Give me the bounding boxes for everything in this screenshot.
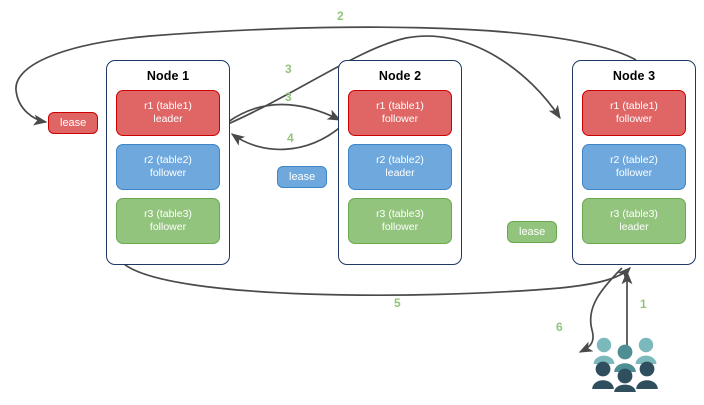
replica-list: r1 (table1) follower r2 (table2) leader … [339,90,461,253]
replica-role: leader [619,221,649,233]
replica-r2[interactable]: r2 (table2) follower [116,144,220,190]
clients-group[interactable] [592,336,666,392]
replica-list: r1 (table1) leader r2 (table2) follower … [107,90,229,253]
lease-chip-label: lease [60,117,87,129]
edge-3-node1-to-node2 [227,103,342,123]
replica-r1[interactable]: r1 (table1) follower [582,90,686,136]
step-label-6: 6 [556,320,563,334]
replica-list: r1 (table1) follower r2 (table2) followe… [573,90,695,253]
replica-name: r3 (table3) [610,207,658,220]
replica-r2[interactable]: r2 (table2) leader [348,144,452,190]
replica-role: follower [615,167,653,179]
replica-role: leader [153,113,183,125]
replica-name: r2 (table2) [376,153,424,166]
replica-r1[interactable]: r1 (table1) leader [116,90,220,136]
people-group-icon [592,337,658,392]
replica-role: follower [381,221,419,233]
replica-name: r1 (table1) [144,99,192,112]
replica-role: leader [385,167,415,179]
replica-r1[interactable]: r1 (table1) follower [348,90,452,136]
replica-role: follower [149,221,187,233]
node-1[interactable]: Node 1 r1 (table1) leader r2 (table2) fo… [106,60,230,265]
node-3[interactable]: Node 3 r1 (table1) follower r2 (table2) … [572,60,696,265]
step-label-3-b: 3 [285,90,292,104]
node-title: Node 1 [146,69,190,83]
replica-role: follower [149,167,187,179]
step-label-4: 4 [287,131,294,145]
lease-chip-red[interactable]: lease [48,112,99,134]
replica-name: r2 (table2) [144,153,192,166]
edge-5-node1-to-node3 [123,263,631,297]
step-label-3-a: 3 [285,62,292,76]
replica-name: r2 (table2) [610,153,658,166]
replica-name: r3 (table3) [376,207,424,220]
replica-r2[interactable]: r2 (table2) follower [582,144,686,190]
replica-role: follower [381,113,419,125]
step-label-1: 1 [640,297,647,311]
replica-role: follower [615,113,653,125]
replica-r3[interactable]: r3 (table3) follower [348,198,452,244]
lease-chip-green[interactable]: lease [507,221,558,243]
lease-chip-blue[interactable]: lease [277,166,328,188]
step-label-5: 5 [394,296,401,310]
node-2[interactable]: Node 2 r1 (table1) follower r2 (table2) … [338,60,462,265]
lease-chip-label: lease [289,171,316,183]
replica-name: r3 (table3) [144,207,192,220]
replica-name: r1 (table1) [610,99,658,112]
node-title: Node 2 [378,69,422,83]
node-title: Node 3 [612,69,656,83]
step-label-2: 2 [337,9,344,23]
replica-r3[interactable]: r3 (table3) leader [582,198,686,244]
lease-chip-label: lease [519,226,546,238]
replica-name: r1 (table1) [376,99,424,112]
replica-r3[interactable]: r3 (table3) follower [116,198,220,244]
